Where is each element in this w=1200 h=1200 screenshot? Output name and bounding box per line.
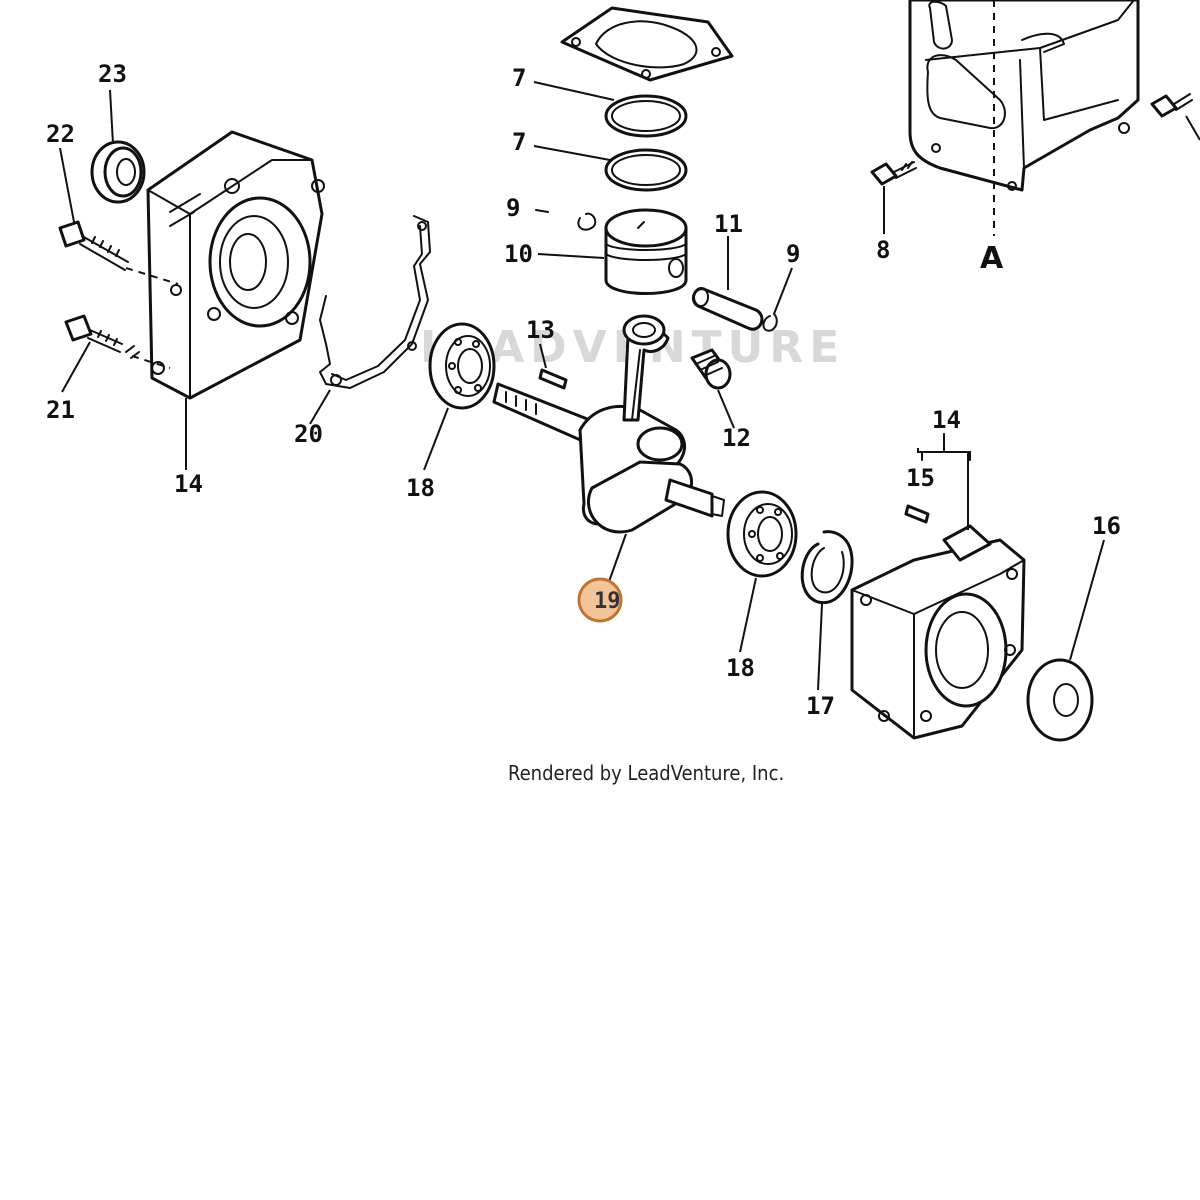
cylinder-cover[interactable] xyxy=(908,0,1140,192)
callout-21[interactable]: 21 xyxy=(46,396,75,424)
callout-20[interactable]: 20 xyxy=(294,420,323,448)
part-21-bolt[interactable] xyxy=(64,314,140,359)
callout-16[interactable]: 16 xyxy=(1092,512,1121,540)
part-7-piston-ring-upper[interactable] xyxy=(604,94,688,138)
callout-13[interactable]: 13 xyxy=(526,316,555,344)
part-18-bearing-left[interactable] xyxy=(428,322,496,410)
part-19-crankshaft[interactable] xyxy=(492,314,725,534)
part-23-seal[interactable] xyxy=(90,140,146,204)
part-20-gasket[interactable] xyxy=(319,215,431,389)
leader-lines xyxy=(59,81,1200,691)
callout-18-upper[interactable]: 18 xyxy=(406,474,435,502)
highlight-marker-19[interactable] xyxy=(577,577,623,623)
part-9-clip-left[interactable] xyxy=(535,209,597,231)
callout-14-right[interactable]: 14 xyxy=(932,406,961,434)
part-14-crankcase-right[interactable] xyxy=(850,524,1026,740)
part-9-clip-right[interactable] xyxy=(762,313,778,332)
callout-14-left[interactable]: 14 xyxy=(174,470,203,498)
credit-text: Rendered by LeadVenture, Inc. xyxy=(508,761,784,785)
callout-10[interactable]: 10 xyxy=(504,240,533,268)
callout-7-lower[interactable]: 7 xyxy=(512,128,526,156)
part-13-key[interactable] xyxy=(538,368,568,390)
part-12-needle-bearing[interactable] xyxy=(690,348,732,390)
callout-9-right[interactable]: 9 xyxy=(786,240,800,268)
callout-23[interactable]: 23 xyxy=(98,60,127,88)
part-11-piston-pin[interactable] xyxy=(692,287,764,331)
callout-22[interactable]: 22 xyxy=(46,120,75,148)
callout-11[interactable]: 11 xyxy=(714,210,743,238)
part-8-bolt-right[interactable] xyxy=(1150,93,1193,118)
part-16-seal[interactable] xyxy=(1026,658,1094,742)
callout-12[interactable]: 12 xyxy=(722,424,751,452)
part-22-bolt[interactable] xyxy=(58,220,129,271)
view-marker-a: A xyxy=(980,241,1004,276)
part-18-bearing-right[interactable] xyxy=(726,490,798,578)
callout-9-left[interactable]: 9 xyxy=(506,194,520,222)
part-8-bolt[interactable] xyxy=(870,161,917,186)
cylinder-gasket[interactable] xyxy=(560,6,734,82)
callout-15[interactable]: 15 xyxy=(906,464,935,492)
part-15-dowel[interactable] xyxy=(904,504,930,524)
callout-17[interactable]: 17 xyxy=(806,692,835,720)
callout-18-lower[interactable]: 18 xyxy=(726,654,755,682)
callout-19[interactable]: 19 xyxy=(594,589,621,614)
callout-7-upper[interactable]: 7 xyxy=(512,64,526,92)
part-14-crankcase-left[interactable] xyxy=(146,130,325,400)
callout-labels: 23 22 21 14 20 7 7 9 10 11 9 13 12 18 18… xyxy=(46,60,1121,720)
part-7-piston-ring-lower[interactable] xyxy=(604,148,688,192)
part-17-circlip[interactable] xyxy=(800,530,854,605)
callout-8[interactable]: 8 xyxy=(876,236,890,264)
part-10-piston[interactable] xyxy=(604,208,688,295)
